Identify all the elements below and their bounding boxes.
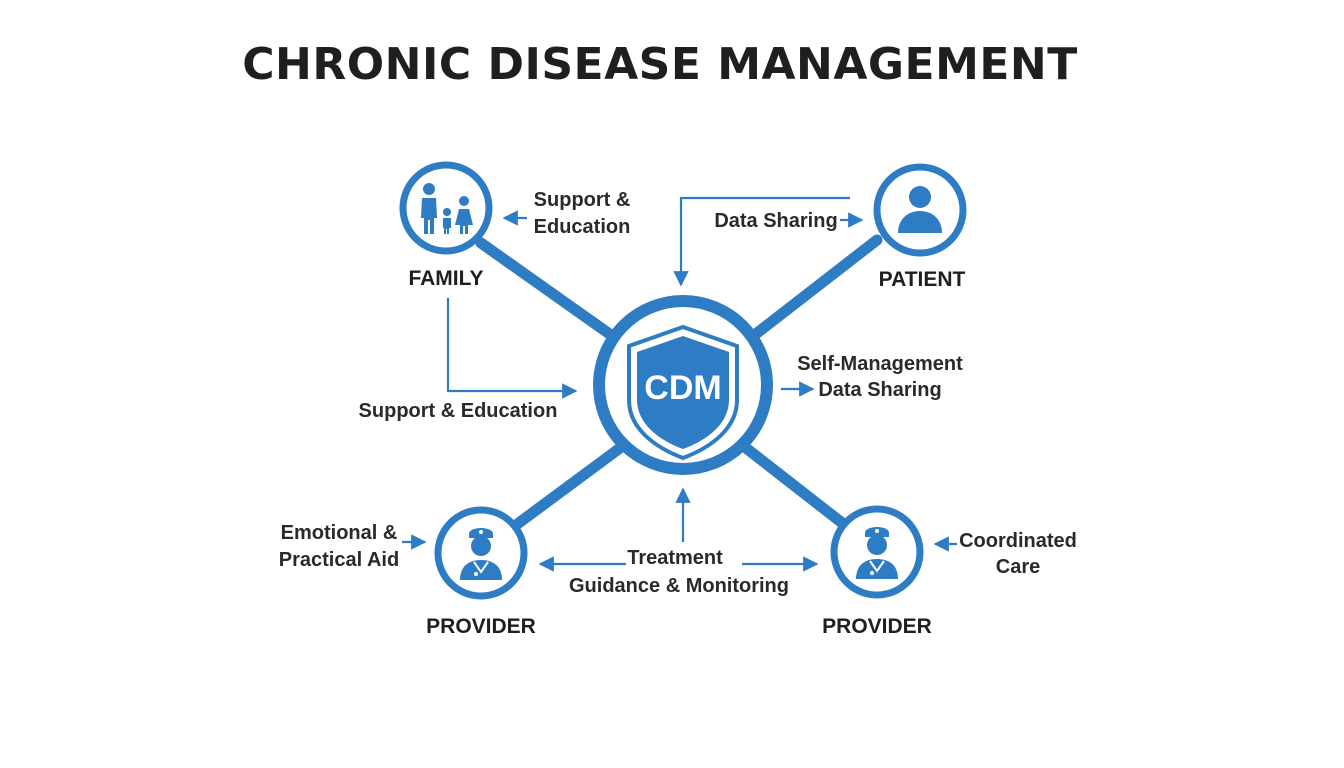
spoke-patient: [742, 234, 883, 346]
self-management-line1: Self-Management: [797, 353, 963, 375]
family-label: FAMILY: [408, 267, 483, 290]
coordinated-care-line2: Care: [996, 556, 1040, 578]
patient-ring: [873, 163, 967, 257]
flow-labels: Support & Education Data Sharing Support…: [279, 189, 1077, 597]
cdm-label: CDM: [644, 369, 721, 407]
support-education-top-line2: Education: [534, 216, 631, 238]
provider-right-label: PROVIDER: [822, 615, 932, 638]
doctor-icon: [856, 527, 898, 579]
arrow-family-to-center: [446, 298, 578, 399]
provider-left-label: PROVIDER: [426, 615, 536, 638]
data-sharing-top-label: Data Sharing: [714, 210, 837, 232]
page-title: CHRONIC DISEASE MANAGEMENT: [242, 39, 1078, 90]
person-icon: [898, 186, 942, 233]
spoke-provider-right: [740, 442, 852, 532]
spoke-family: [475, 237, 624, 346]
provider-right-node[interactable]: PROVIDER: [822, 505, 932, 638]
flow-arrows: [402, 196, 957, 572]
support-education-left-label: Support & Education: [359, 400, 558, 422]
coordinated-care-line1: Coordinated: [959, 530, 1077, 552]
patient-node[interactable]: PATIENT: [873, 163, 967, 291]
shield-icon: [627, 324, 739, 461]
spoke-provider-left: [506, 442, 626, 534]
arrow-patient-to-center: [673, 196, 850, 287]
treatment-line1: Treatment: [627, 547, 723, 569]
family-ring: [399, 161, 493, 255]
connector-spokes: [475, 234, 883, 534]
support-education-top-line1: Support &: [534, 189, 631, 211]
family-node[interactable]: FAMILY: [399, 161, 493, 290]
emotional-aid-line1: Emotional &: [281, 522, 398, 544]
self-management-line2: Data Sharing: [818, 379, 941, 401]
doctor-icon: [460, 528, 502, 580]
emotional-aid-line2: Practical Aid: [279, 549, 399, 571]
family-icon: [421, 183, 473, 234]
cdm-center-node[interactable]: CDM: [593, 295, 773, 475]
patient-label: PATIENT: [879, 268, 966, 291]
treatment-line2: Guidance & Monitoring: [569, 575, 789, 597]
provider-left-node[interactable]: PROVIDER: [426, 506, 536, 638]
